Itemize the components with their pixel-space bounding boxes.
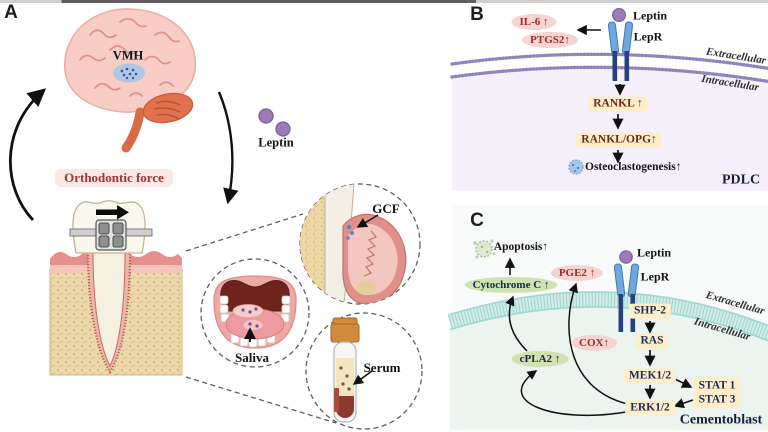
leptin-label-a: Leptin (258, 135, 294, 150)
arrow-mek-to-stat (672, 377, 693, 388)
ras-badge: RAS (635, 333, 669, 349)
panel-b-cell-interior (452, 67, 768, 191)
panel-b-arrows (576, 24, 626, 164)
apoptosis-label: Apoptosis↑ (493, 240, 549, 253)
brain-icon (64, 8, 197, 153)
serum-tube-icon (330, 317, 360, 423)
panel-c-cell-interior (450, 299, 768, 430)
serum-arrow (352, 370, 373, 385)
pge2-badge: PGE2 ↑ (550, 264, 604, 282)
gcf-arrow (356, 214, 379, 228)
saliva-label: Saliva (235, 350, 269, 366)
leptin-label-c: Leptin (636, 245, 672, 260)
panel-b-label: B (470, 4, 484, 26)
lepr-label-b: LepR (633, 29, 663, 44)
il6-badge: IL-6 ↑ (511, 13, 557, 31)
ptgs2-badge: PTGS2↑ (522, 31, 578, 49)
shp2-badge: SHP-2 (629, 303, 671, 319)
brainstem-icon (121, 107, 145, 153)
blood-layer (336, 396, 354, 418)
leptin-release-arrow-down (217, 91, 239, 205)
panel-c-arrows (504, 257, 694, 417)
gcf-label: GCF (372, 201, 400, 217)
panel-c-membrane (447, 291, 768, 342)
leptin-molecules-icon-a (258, 108, 291, 137)
rankl-badge: RANKL ↑ (588, 96, 648, 112)
gcf-fluid-dots (346, 224, 354, 240)
panel-a-label: A (4, 2, 18, 24)
panel-c-label: C (470, 210, 484, 232)
vmh-region (113, 63, 145, 83)
force-arrow-icon (96, 205, 129, 220)
arrow-cpla2-to-cytochrome (505, 295, 528, 352)
feedback-arrow-up (8, 88, 47, 221)
cox-badge: COX↑ (571, 334, 617, 352)
screenshot-top-edge (0, 0, 768, 3)
tooth-in-bone (49, 200, 183, 376)
mek-badge: MEK1/2 (623, 368, 677, 384)
arrow-stat-to-erk (673, 398, 694, 409)
leptin-label-b: Leptin (632, 8, 668, 23)
vmh-label: VMH (112, 48, 144, 63)
erk-badge: ERK1/2 (625, 400, 675, 416)
stat3-label: STAT 3 (698, 394, 736, 406)
leptin-molecule-icon-b (611, 8, 626, 23)
stat-badge: STAT 1 STAT 3 (693, 377, 741, 409)
osteoclastogenesis-label: Osteoclastogenesis↑ (585, 160, 682, 173)
rankl-opg-badge: RANKL/OPG↑ (576, 132, 662, 148)
brain-gyri (79, 17, 180, 97)
mouth-icon (213, 275, 297, 349)
cementoblast-label: Cementoblast (679, 412, 763, 428)
saliva-circle (200, 258, 310, 368)
serum-circle (305, 312, 423, 430)
arrow-erk-to-pge2 (568, 282, 633, 406)
saliva-pool (232, 304, 264, 318)
stat1-label: STAT 1 (698, 379, 736, 392)
cytochrome-c-badge: Cytochrome C ↑ (464, 276, 558, 294)
lepr-receptor-icon-b (607, 8, 634, 81)
cpla2-badge: cPLA2 ↑ (511, 350, 569, 368)
tooth-root (92, 251, 126, 368)
arrow-erk-to-cpla2 (520, 370, 627, 417)
saliva-pool-2 (242, 319, 264, 331)
serum-label: Serum (363, 360, 401, 376)
braces-bracket-icon (69, 219, 153, 251)
orthodontic-force-badge: Orthodontic force (55, 168, 173, 188)
apoptotic-cell-icon (473, 239, 496, 259)
pdlc-label: PDLC (721, 172, 761, 188)
leptin-molecule-icon-c (619, 250, 633, 264)
osteoclast-icon (568, 159, 584, 175)
lepr-label-c: LepR (640, 269, 670, 284)
